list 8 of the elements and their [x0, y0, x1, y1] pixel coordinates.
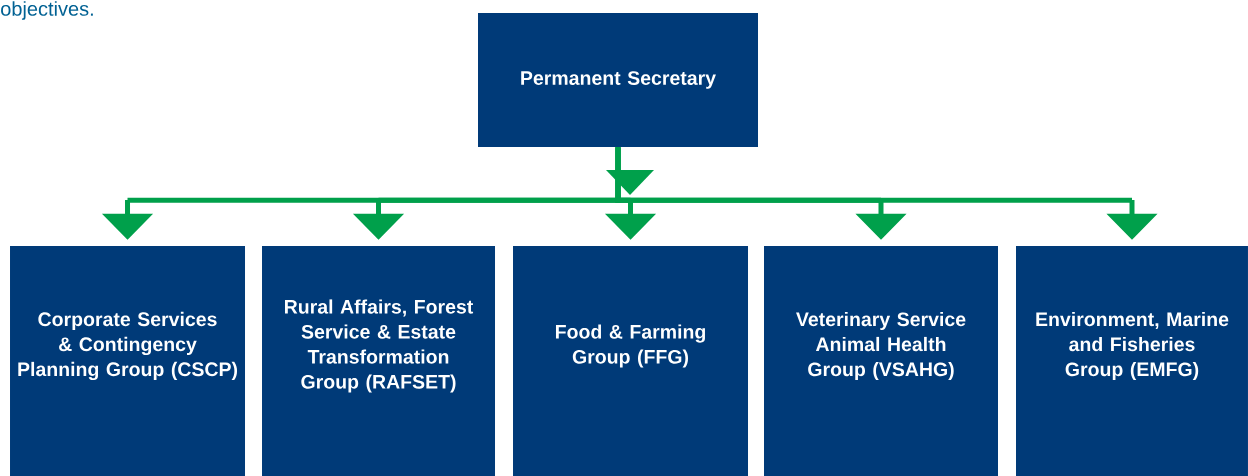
arrow	[606, 170, 654, 195]
org-box: Environment, Marine and Fisheries Group (EMFG)	[1016, 246, 1248, 476]
org-box: Corporate Services & Contingency Planning Group (CSCP)	[10, 246, 245, 476]
org-box: Food & Farming Group (FFG)	[513, 246, 748, 476]
org-box: Rural Affairs, Forest Service & Estate Transformation Group (RAFSET)	[262, 246, 495, 476]
text-fragment: objectives.	[1, 1, 93, 20]
org-box: Permanent Secretary	[478, 13, 758, 147]
org-box: Veterinary Service Animal Health Group (VSAHG)	[764, 246, 998, 476]
